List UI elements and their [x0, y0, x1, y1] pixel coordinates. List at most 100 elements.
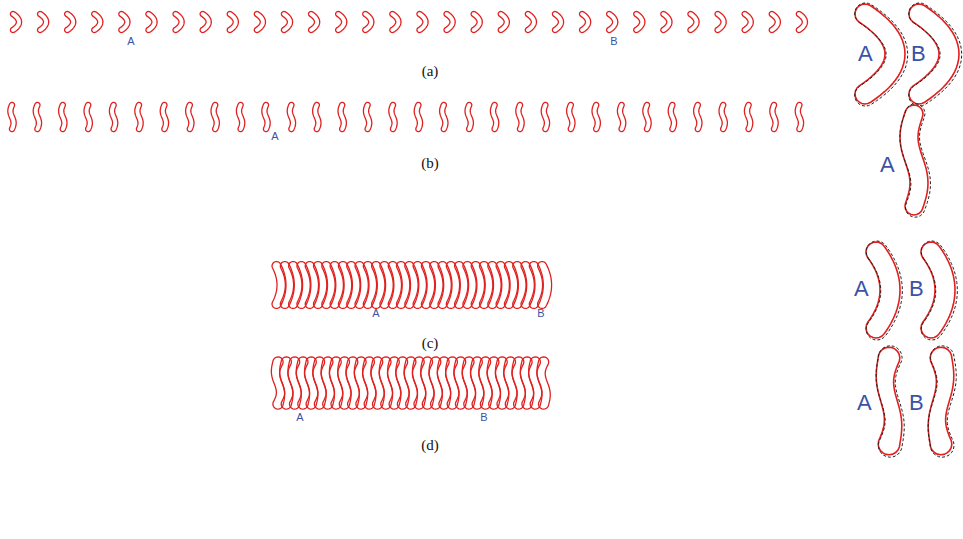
cell-outline [380, 262, 394, 309]
cell-outline [909, 4, 959, 104]
cell-marker: A [372, 308, 379, 319]
cell-outline [538, 262, 552, 309]
cell-outline [498, 11, 509, 32]
cell-outline [322, 262, 336, 309]
cell-marker: B [537, 308, 544, 319]
reference-outline [866, 241, 902, 340]
cell-outline [488, 262, 502, 309]
cell-outline [855, 4, 905, 104]
cell-marker: B [480, 412, 487, 423]
cell-outline [541, 102, 549, 131]
magnified-cell: A [878, 104, 936, 216]
cell-letter: B [909, 278, 924, 300]
magnified-cell: B [909, 5, 961, 103]
cell-outline [592, 102, 600, 131]
cell-outline [744, 102, 752, 131]
cell-outline [314, 262, 328, 309]
reference-outline [855, 3, 908, 106]
cell-outline [471, 11, 482, 32]
cell-outline [430, 262, 444, 309]
panel-caption: (a) [422, 64, 439, 79]
cell-outline [8, 102, 16, 131]
cell-outline [262, 102, 270, 131]
cell-letter: A [854, 278, 869, 300]
magnified-cell: A [855, 5, 909, 103]
magnified-cell: A [853, 242, 909, 338]
cell-outline [455, 262, 469, 309]
cell-outline [211, 102, 219, 131]
cell-outline [463, 262, 477, 309]
cell-letter: A [857, 392, 872, 414]
cell-outline [135, 102, 143, 131]
panel-caption: (c) [422, 336, 439, 351]
cell-outline [529, 262, 543, 309]
panel-caption: (d) [421, 438, 439, 453]
cell-outline [38, 11, 49, 32]
cell-outline [33, 102, 41, 131]
cell-outline [444, 11, 455, 32]
cell-outline [389, 102, 397, 131]
cell-outline [661, 11, 672, 32]
cell-outline [338, 262, 352, 309]
cell-outline [580, 11, 591, 32]
cell-outline [146, 11, 157, 32]
cell-letter: B [911, 43, 926, 65]
cell-outline [567, 102, 575, 131]
cell-outline [770, 102, 778, 131]
cell-letter: B [909, 392, 924, 414]
cell-outline [521, 262, 535, 309]
cell-outline [715, 11, 726, 32]
cell-outline [617, 102, 625, 131]
cell-outline [355, 262, 369, 309]
cell-outline [109, 102, 117, 131]
cell-marker: A [271, 131, 278, 142]
cell-outline [504, 262, 518, 309]
cell-outline [272, 262, 286, 309]
cell-outline [289, 262, 303, 309]
cell-outline [496, 262, 510, 309]
shape-row [8, 102, 804, 131]
cell-outline [227, 11, 238, 32]
cell-outline [305, 262, 319, 309]
cell-outline [330, 262, 344, 309]
cell-outline [694, 102, 702, 131]
magnified-cell: B [908, 242, 962, 338]
shape-row [10, 11, 807, 32]
cell-outline [921, 242, 955, 338]
cell-outline [438, 262, 452, 309]
cell-outline [446, 262, 460, 309]
cell-outline [173, 11, 184, 32]
cell-outline [525, 11, 536, 32]
cell-outline [440, 102, 448, 131]
reference-outline [928, 346, 956, 457]
cell-outline [160, 102, 168, 131]
cell-outline [84, 102, 92, 131]
cell-outline [634, 11, 645, 32]
cell-outline [119, 11, 130, 32]
cell-outline [363, 262, 377, 309]
cell-outline [414, 102, 422, 131]
cell-outline [10, 11, 21, 32]
cell-outline [336, 11, 347, 32]
cell-outline [796, 11, 807, 32]
cell-outline [363, 102, 371, 131]
cell-outline [338, 102, 346, 131]
magnified-cell: A [856, 348, 908, 454]
reference-outline [900, 104, 931, 217]
cell-outline [490, 102, 498, 131]
cell-outline [769, 11, 780, 32]
cell-outline [688, 11, 699, 32]
cell-outline [297, 262, 311, 309]
cell-letter: A [880, 154, 895, 176]
cell-outline [465, 102, 473, 131]
cell-marker: A [127, 36, 134, 47]
cell-outline [280, 262, 294, 309]
cell-outline [795, 102, 803, 131]
magnified-cell: B [908, 348, 960, 454]
reference-outline [921, 241, 957, 340]
cell-outline [405, 262, 419, 309]
cell-outline [347, 262, 361, 309]
cell-outline [471, 262, 485, 309]
